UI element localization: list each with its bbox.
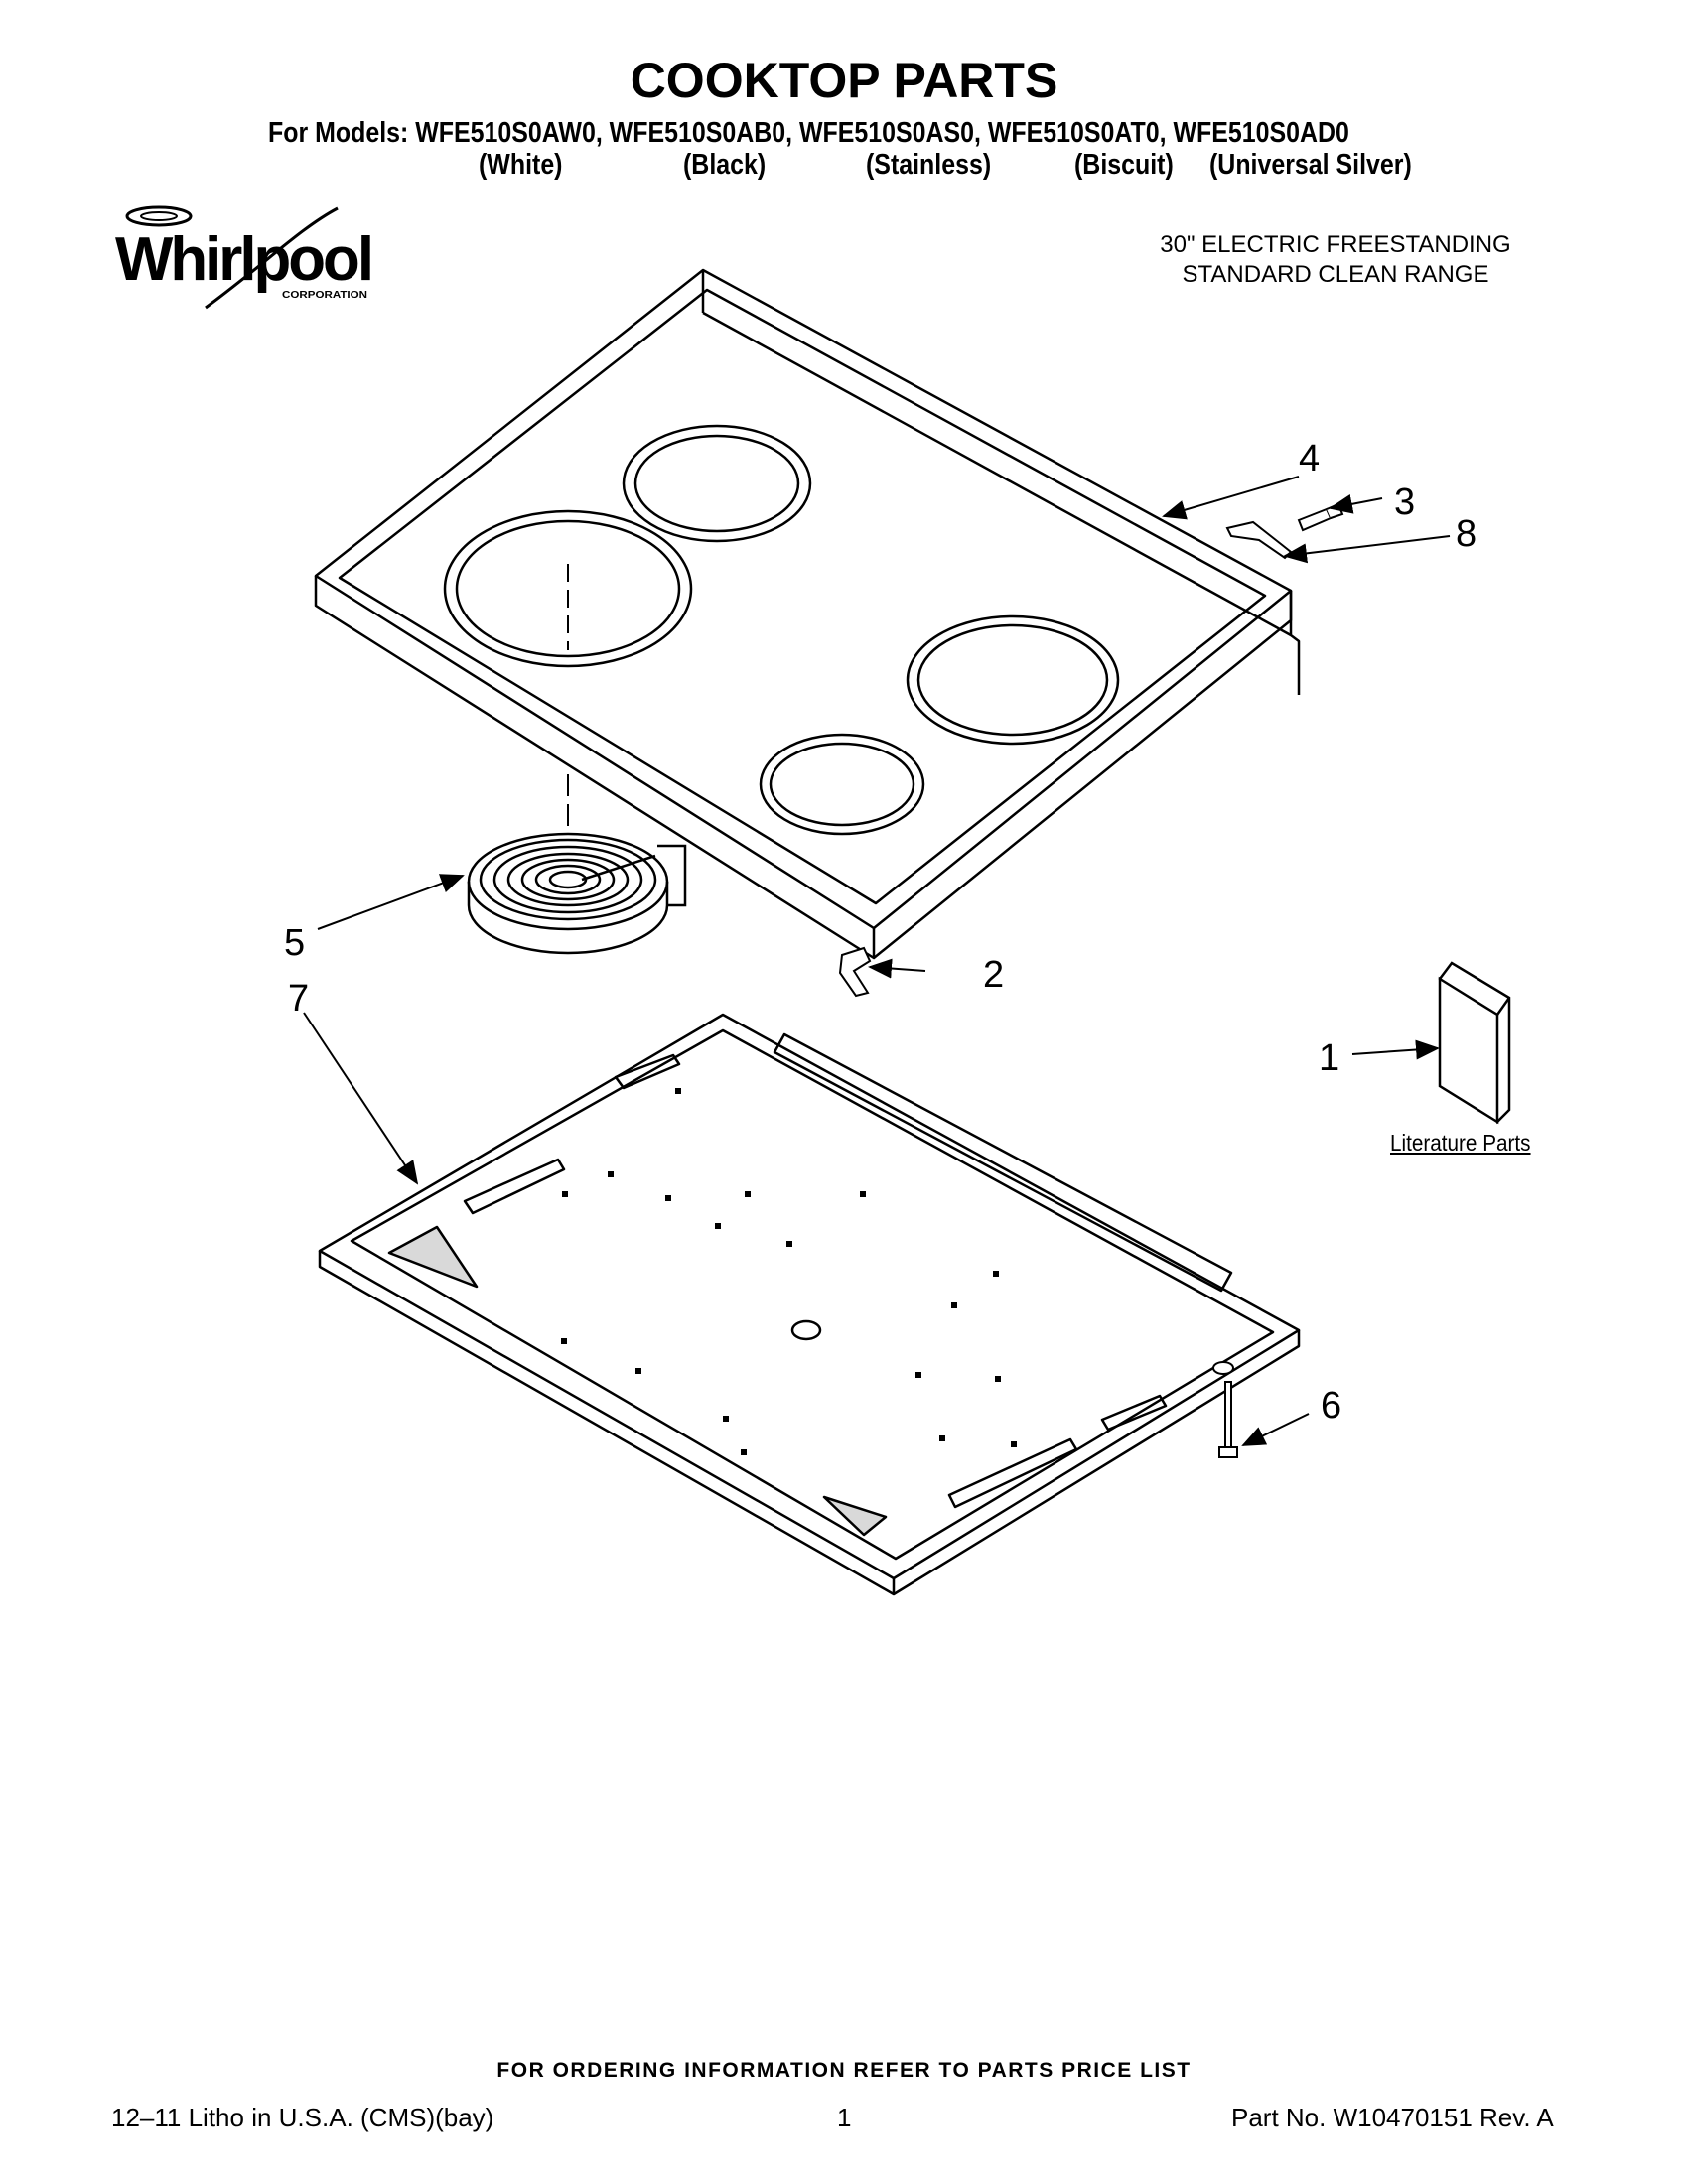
range-description-line-2: STANDARD CLEAN RANGE — [1182, 261, 1489, 288]
color-stainless: (Stainless) — [866, 149, 992, 181]
litho-info: 12–11 Litho in U.S.A. (CMS)(bay) — [111, 2103, 494, 2132]
cooktop-panel — [314, 268, 1301, 960]
color-universal-silver: (Universal Silver) — [1209, 149, 1412, 181]
callout-1: 1 — [1319, 1037, 1339, 1079]
callout-3: 3 — [1394, 481, 1415, 523]
part-number: Part No. W10470151 Rev. A — [1231, 2103, 1554, 2132]
bracket — [1225, 520, 1293, 560]
burner-box-slots — [561, 1088, 1017, 1455]
ordering-note: FOR ORDERING INFORMATION REFER TO PARTS … — [496, 2059, 1192, 2082]
range-description: 30" ELECTRIC FREESTANDING STANDARD CLEAN… — [1132, 230, 1539, 290]
callout-6: 6 — [1321, 1385, 1341, 1427]
range-description-line-1: 30" ELECTRIC FREESTANDING — [1160, 231, 1511, 258]
callout-7: 7 — [288, 978, 309, 1020]
color-biscuit: (Biscuit) — [1074, 149, 1174, 181]
whirlpool-logo: Whirlpool CORPORATION — [115, 205, 374, 310]
mounting-screw — [1212, 1361, 1238, 1458]
svg-text:CORPORATION: CORPORATION — [282, 290, 367, 301]
callout-2: 2 — [983, 954, 1004, 996]
callout-5: 5 — [284, 922, 305, 964]
surface-element — [467, 832, 687, 955]
clip — [838, 946, 872, 998]
callout-4: 4 — [1299, 438, 1320, 479]
literature-parts-label: Literature Parts — [1390, 1130, 1531, 1156]
callout-leaders — [303, 476, 1451, 1446]
callout-8: 8 — [1456, 513, 1477, 555]
color-black: (Black) — [683, 149, 767, 181]
page-title: COOKTOP PARTS — [630, 53, 1058, 108]
page-number: 1 — [837, 2103, 852, 2132]
color-white: (White) — [479, 149, 563, 181]
svg-text:Whirlpool: Whirlpool — [115, 225, 371, 294]
models-line: For Models: WFE510S0AW0, WFE510S0AB0, WF… — [268, 117, 1349, 149]
literature-booklet — [1438, 961, 1511, 1125]
burner-box — [318, 1013, 1301, 1596]
